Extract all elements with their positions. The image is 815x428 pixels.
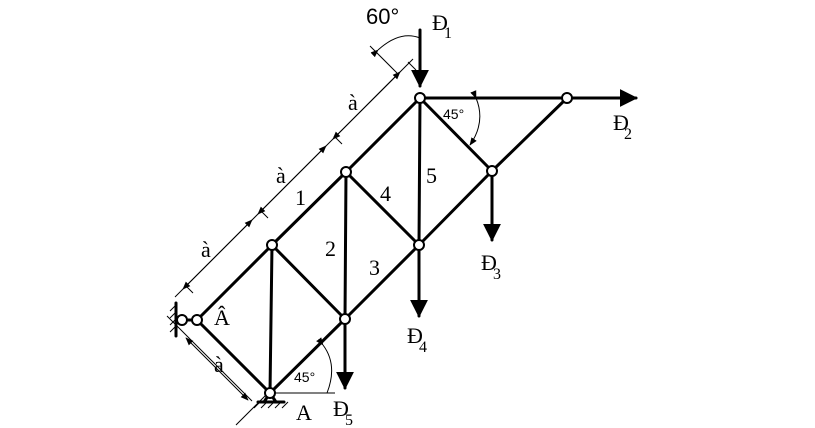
svg-text:Ð: Ð	[481, 250, 497, 275]
dimension-label-1: à	[201, 237, 211, 262]
angle-label-top: 60°	[366, 4, 399, 29]
angle-arcs	[270, 35, 481, 394]
force-label-p2: Ð 2	[613, 110, 632, 143]
member-label-3: 3	[369, 255, 380, 280]
truss-members	[195, 96, 569, 395]
member-label-1: 1	[295, 185, 306, 210]
node-label-b: Â	[214, 305, 230, 330]
svg-text:3: 3	[493, 266, 501, 283]
member-label-4: 4	[380, 181, 391, 206]
svg-text:Ð: Ð	[407, 323, 423, 348]
force-label-p1: Ð 1	[432, 10, 452, 42]
svg-text:Ð: Ð	[613, 110, 629, 135]
force-label-p3: Ð 3	[481, 250, 501, 283]
svg-text:Ð: Ð	[333, 396, 349, 421]
member-label-2: 2	[325, 236, 336, 261]
node-label-a: A	[296, 400, 312, 425]
force-arrows	[336, 28, 638, 390]
dimension-label-3: à	[348, 90, 358, 115]
angle-label-bottom: 45°	[294, 369, 315, 385]
dimension-arrows	[182, 71, 401, 401]
svg-text:1: 1	[444, 25, 452, 42]
member-label-5: 5	[426, 163, 437, 188]
svg-text:5: 5	[345, 412, 353, 428]
dimension-label-2: à	[276, 163, 286, 188]
dimension-lines	[166, 45, 417, 426]
svg-text:4: 4	[419, 339, 427, 356]
force-label-p4: Ð 4	[407, 323, 427, 356]
svg-text:Ð: Ð	[432, 10, 448, 35]
angle-label-right: 45°	[443, 106, 464, 122]
force-label-p5: Ð 5	[333, 396, 353, 428]
truss-nodes	[176, 92, 573, 399]
svg-text:2: 2	[624, 126, 632, 143]
dimension-label-bottom: à	[214, 352, 224, 377]
